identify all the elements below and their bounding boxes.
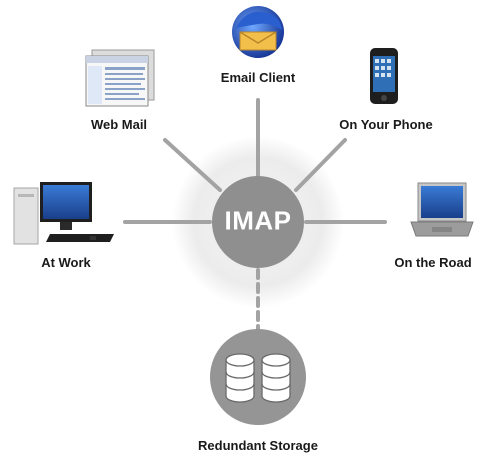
node-label-email-client: Email Client (220, 70, 296, 85)
hub-label: IMAP (224, 205, 292, 236)
node-label-at-work: At Work (41, 255, 91, 270)
browser-window-icon (85, 49, 155, 107)
thunderbird-mail-icon (232, 6, 284, 58)
spokes (123, 98, 387, 337)
spoke-phone (294, 138, 347, 192)
laptop-icon (410, 182, 474, 237)
node-label-on-your-phone: On Your Phone (339, 117, 433, 132)
database-icon (210, 329, 306, 425)
node-label-web-mail: Web Mail (90, 117, 148, 132)
node-label-redundant-storage: Redundant Storage (198, 438, 318, 453)
node-label-on-the-road: On the Road (394, 255, 472, 270)
spoke-webmail (163, 138, 222, 192)
smartphone-icon (370, 48, 398, 104)
imap-hub (212, 176, 304, 268)
desktop-computer-icon (13, 182, 114, 245)
